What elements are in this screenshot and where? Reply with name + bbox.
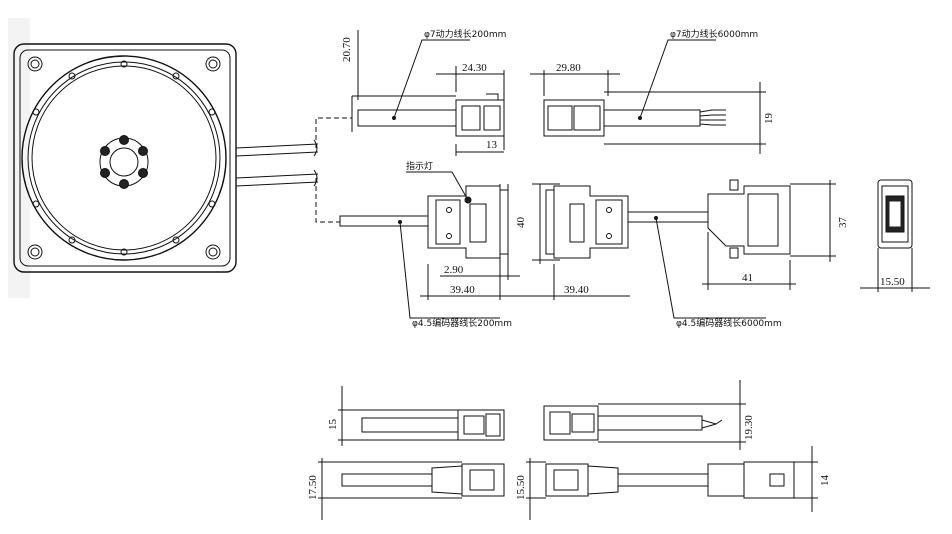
dim-15: 15 [327, 419, 339, 431]
dim-29-80: 29.80 [556, 62, 581, 74]
dim-13: 13 [486, 139, 498, 151]
power-cable-short-assembly [351, 30, 505, 156]
power-cable-long-label: φ7动力线长6000mm [670, 28, 758, 40]
encoder-cable-long-label: φ4.5编码器线长6000mm [676, 317, 782, 329]
dim-2-90: 2.90 [444, 264, 464, 276]
dim-40: 40 [515, 217, 527, 229]
power-connector-side-views [338, 380, 746, 450]
dim-19-30: 19.30 [743, 415, 755, 440]
power-cable-long-assembly [530, 39, 766, 154]
dim-37: 37 [837, 217, 849, 229]
dim-17-50: 17.50 [307, 475, 319, 500]
dim-15-50-top: 15.50 [880, 276, 905, 288]
dim-24-30: 24.30 [462, 62, 487, 74]
encoder-cable-long-assembly [512, 179, 836, 319]
dim-20-70: 20.70 [341, 37, 353, 62]
dim-39-40-left: 39.40 [450, 284, 475, 296]
dim-14: 14 [819, 475, 831, 487]
dim-15-50-bottom: 15.50 [515, 475, 527, 500]
encoder-cable-short-label: φ4.5编码器线长200mm [412, 317, 512, 329]
connector-end-view [860, 179, 930, 292]
power-cable-short-label: φ7动力线长200mm [424, 28, 506, 40]
encoder-cable-short-assembly [339, 171, 520, 319]
motor-front-view [8, 18, 352, 298]
indicator-light-label: 指示灯 [406, 160, 433, 172]
dim-41: 41 [742, 272, 753, 284]
dim-39-40-right: 39.40 [564, 284, 589, 296]
encoder-connector-side-views [318, 446, 818, 520]
dim-19: 19 [763, 113, 775, 125]
